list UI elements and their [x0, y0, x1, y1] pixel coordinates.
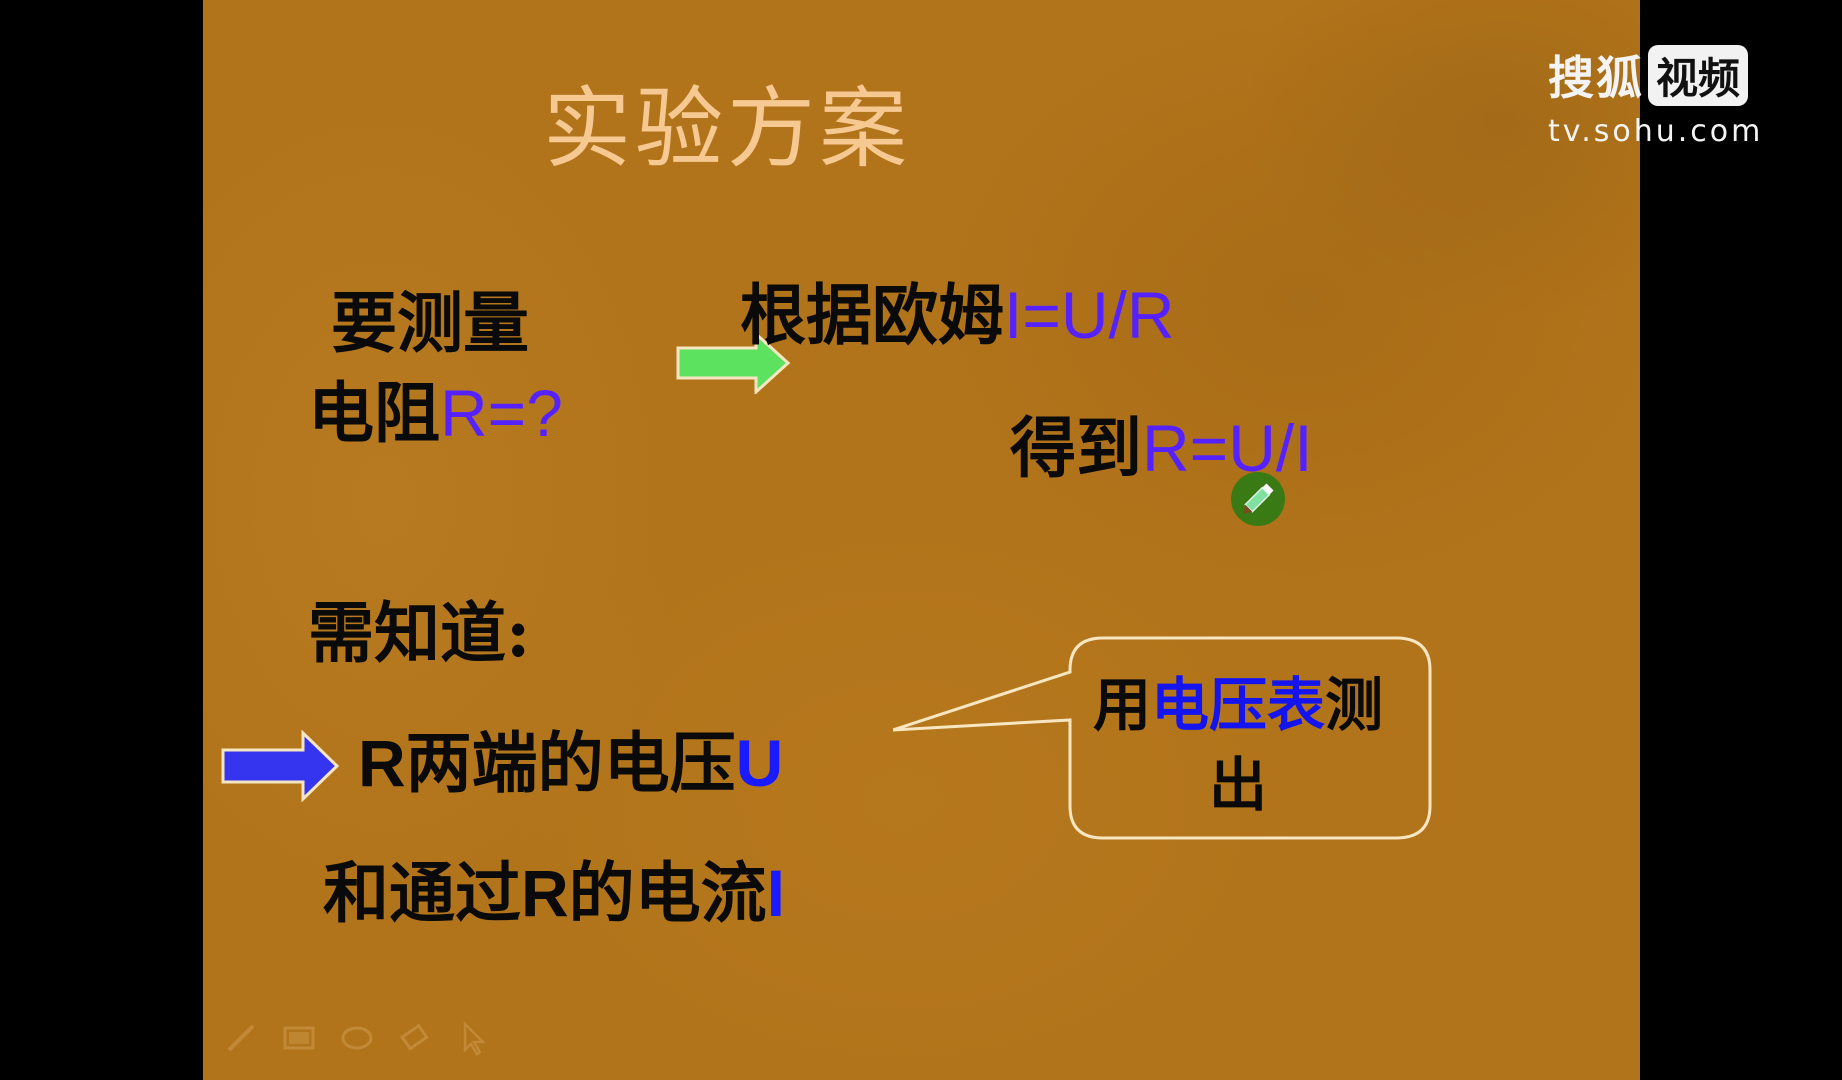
callout-bubble: [893, 636, 1432, 840]
current-label-2: 的电流: [568, 854, 767, 932]
resistance-label: 电阻: [308, 374, 440, 452]
watermark-url: tv.sohu.com: [1548, 114, 1764, 149]
callout-line-1: 用电压表测: [1073, 658, 1403, 742]
current-r: R: [521, 856, 569, 930]
derived-formula: R=U/I: [1142, 411, 1313, 485]
current-label-1: 和通过: [323, 854, 521, 932]
resistance-formula: R=?: [440, 376, 563, 450]
sohu-watermark: 搜狐 视频 tv.sohu.com: [1548, 42, 1768, 152]
slideshow-toolbar: [223, 1020, 491, 1056]
callout-suffix: 测: [1325, 671, 1384, 739]
slide-title: 实验方案: [543, 77, 912, 180]
derived-label: 得到: [1010, 409, 1142, 487]
green-arrow-icon: [676, 332, 790, 394]
voltage-line: R两端的电压U: [358, 710, 783, 806]
blue-arrow-icon: [221, 730, 340, 802]
voltage-r: R: [358, 726, 406, 800]
callout-prefix: 用: [1092, 671, 1151, 739]
pen-cursor: [1231, 472, 1285, 526]
voltage-symbol: U: [735, 726, 784, 800]
voltage-label: 两端的电压: [405, 724, 736, 802]
pen-icon[interactable]: [223, 1020, 259, 1056]
watermark-badge: 视频: [1648, 44, 1749, 106]
eraser-icon[interactable]: [397, 1020, 433, 1056]
need-to-know-label: 需知道:: [308, 594, 531, 672]
presentation-slide: 实验方案 要测量 电阻R=? 根据欧姆I=U/R 得到R=U/I 需知道: R两…: [203, 0, 1640, 1080]
comment-icon[interactable]: [339, 1020, 375, 1056]
pointer-icon[interactable]: [455, 1020, 491, 1056]
ohm-law-label: 根据欧姆: [740, 276, 1004, 354]
derived-line: 得到R=U/I: [1010, 395, 1313, 491]
ohm-law-formula: I=U/R: [1004, 278, 1175, 352]
watermark-brand: 搜狐: [1548, 51, 1644, 105]
watermark-logo: 搜狐 视频: [1548, 42, 1768, 108]
measure-label: 要测量: [331, 284, 529, 362]
slides-icon[interactable]: [281, 1020, 317, 1056]
current-symbol: I: [766, 856, 786, 930]
resistance-line: 电阻R=?: [308, 360, 563, 456]
callout-highlight: 电压表: [1150, 671, 1325, 739]
current-line: 和通过R的电流I: [323, 840, 785, 936]
pencil-icon: [1243, 483, 1274, 514]
callout-line-2: 出: [1208, 751, 1267, 819]
ohm-law-line: 根据欧姆I=U/R: [740, 262, 1175, 358]
